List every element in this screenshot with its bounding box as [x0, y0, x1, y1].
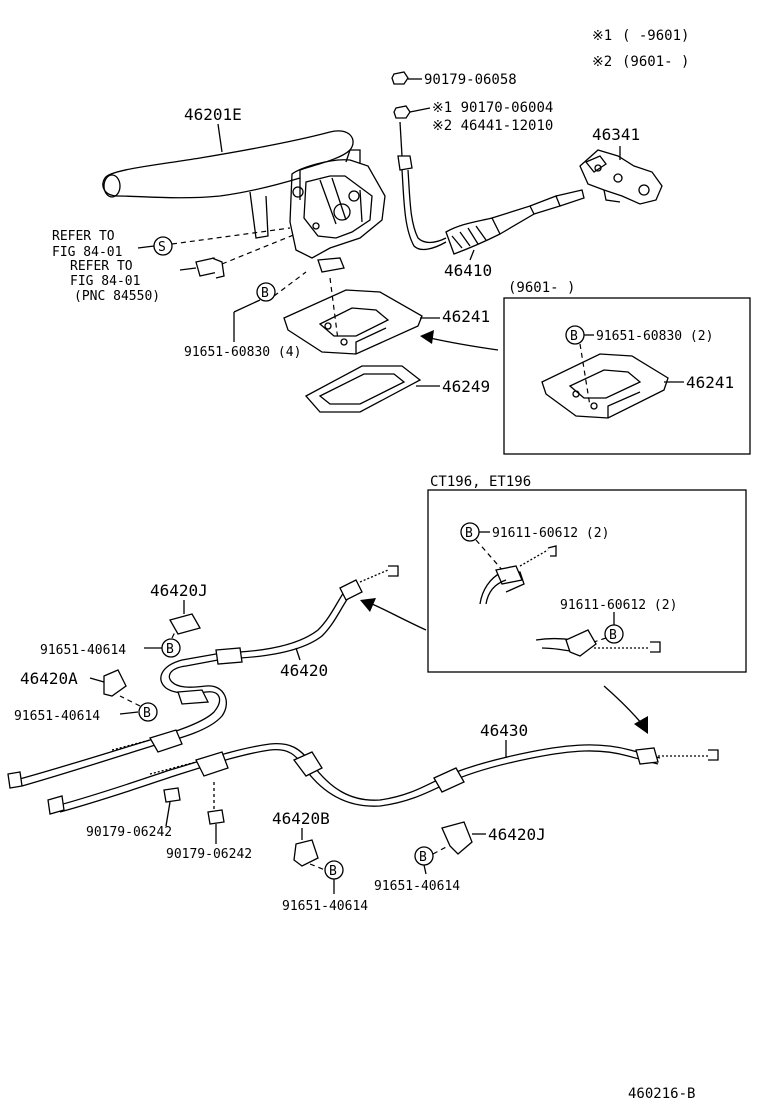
lever-assembly-drawing — [102, 130, 386, 273]
label-46420A: 46420A — [20, 669, 78, 688]
b-marker-40614-a — [161, 638, 181, 658]
b-marker-60830-4-text: B — [261, 286, 269, 301]
refer-to-2: REFER TO — [70, 259, 133, 274]
label-91651-40614-d: 91651-40614 — [374, 879, 460, 894]
leader-46201E — [217, 123, 223, 153]
label-46430: 46430 — [480, 721, 528, 740]
b-marker-40614-b — [138, 702, 158, 722]
note2-mark: ※2 — [592, 54, 612, 70]
label-46420J-bottom: 46420J — [488, 825, 546, 844]
inset2-arrow-left-line — [371, 603, 427, 631]
inset2-frame — [427, 489, 747, 673]
note1-range: ( -9601) — [622, 28, 689, 44]
leader-90179-a — [165, 801, 171, 827]
cable-46430-drawing — [47, 742, 719, 815]
note-legend: ※1 ( -9601) ※2 (9601- ) — [592, 28, 689, 70]
label-90170-06004: ※1 90170-06004 — [432, 100, 553, 116]
cable-46420-drawing — [7, 565, 399, 789]
label-90179-06058: 90179-06058 — [424, 72, 517, 88]
leader-b-40614-d — [423, 864, 427, 875]
label-46341: 46341 — [592, 125, 640, 144]
label-46241-inset: 46241 — [686, 373, 734, 392]
b-marker-60830-4 — [256, 282, 276, 302]
cable-end-inset-b-drawing — [535, 629, 661, 657]
label-91651-40614-c: 91651-40614 — [282, 899, 368, 914]
label-46249: 46249 — [442, 377, 490, 396]
label-91651-40614-b: 91651-40614 — [14, 709, 100, 724]
b-marker-60612-a-text: B — [465, 526, 473, 541]
label-91651-60830-4: 91651-60830 (4) — [184, 345, 301, 360]
dash-s-marker — [171, 227, 291, 245]
b-marker-40614-d-text: B — [419, 850, 427, 865]
b-marker-60830-2-text: B — [570, 329, 578, 344]
b-marker-40614-c-text: B — [329, 864, 337, 879]
label-46420J-top: 46420J — [150, 581, 208, 600]
leader-46420 — [295, 647, 301, 661]
leader-46410 — [469, 249, 475, 261]
dash-b-40614-d — [432, 845, 449, 855]
nut-group-drawing — [391, 71, 447, 251]
label-46410: 46410 — [444, 261, 492, 280]
inset2-arrow-left-head — [360, 598, 376, 612]
label-91651-40614-a: 91651-40614 — [40, 643, 126, 658]
clamp-46420B — [293, 839, 319, 867]
label-46420: 46420 — [280, 661, 328, 680]
clamp-46420A — [103, 669, 127, 697]
inset2-arrow-down-head — [634, 716, 648, 734]
inset2-arrow-down-line — [603, 685, 643, 725]
note2-range: (9601- ) — [622, 54, 689, 70]
leader-switch — [179, 267, 197, 271]
leader-b-60830-4 — [233, 299, 261, 313]
dash-b-60830-4 — [273, 271, 307, 297]
leader-90170-06004 — [409, 107, 431, 113]
leader-91651-40614-b — [119, 711, 139, 715]
leader-46420A — [89, 677, 105, 683]
dash-b-60830-2 — [579, 343, 591, 407]
clamp-46420J-top — [169, 613, 201, 635]
note1-mark: ※1 — [592, 28, 612, 44]
dash-b-60612-a — [475, 539, 505, 573]
dash-b-40614-a — [171, 629, 177, 639]
b-marker-40614-b-text: B — [143, 706, 151, 721]
inset1-arrow-line — [429, 337, 499, 351]
inset2-title: CT196, ET196 — [430, 474, 531, 490]
switch-connector-drawing — [195, 233, 297, 279]
inset1-frame — [503, 297, 751, 455]
fig-ref-2: FIG 84-01 — [70, 274, 140, 289]
refer-to-1: REFER TO — [52, 229, 115, 244]
b-marker-60612-b-text: B — [609, 628, 617, 643]
cable-46410-drawing — [445, 189, 585, 255]
dash-b-40614-c — [309, 863, 326, 871]
b-marker-40614-a-text: B — [166, 642, 174, 657]
grommet-90179-a — [163, 787, 181, 803]
label-91611-60612-a: 91611-60612 (2) — [492, 526, 609, 541]
fig-ref-1: FIG 84-01 — [52, 245, 122, 260]
leader-s-marker — [137, 245, 155, 249]
plate-46241-inset-drawing — [541, 353, 669, 419]
inset1-arrowhead — [420, 330, 434, 344]
inset1-title: (9601- ) — [508, 280, 575, 296]
clamp-46420J-bottom — [441, 821, 473, 855]
label-91651-60830-2: 91651-60830 (2) — [596, 329, 713, 344]
s-marker-text: S — [158, 240, 166, 255]
label-91611-60612-b: 91611-60612 (2) — [560, 598, 677, 613]
grommet-90179-b — [207, 809, 225, 825]
pnc-ref: (PNC 84550) — [74, 289, 160, 304]
equalizer-46341-drawing — [579, 149, 663, 205]
gasket-46249-drawing — [304, 365, 422, 413]
label-46201E: 46201E — [184, 105, 242, 124]
dash-b-40614-b — [119, 695, 141, 707]
plate-46241-drawing — [283, 277, 423, 355]
label-46420B: 46420B — [272, 809, 330, 828]
label-46241: 46241 — [442, 307, 490, 326]
label-46441-12010: ※2 46441-12010 — [432, 118, 553, 134]
label-90179-06242-a: 90179-06242 — [86, 825, 172, 840]
diagram-id: 460216-B — [628, 1086, 695, 1102]
cable-end-inset-a-drawing — [479, 545, 557, 605]
label-90179-06242-b: 90179-06242 — [166, 847, 252, 862]
dash-b-60612-b — [587, 637, 607, 645]
